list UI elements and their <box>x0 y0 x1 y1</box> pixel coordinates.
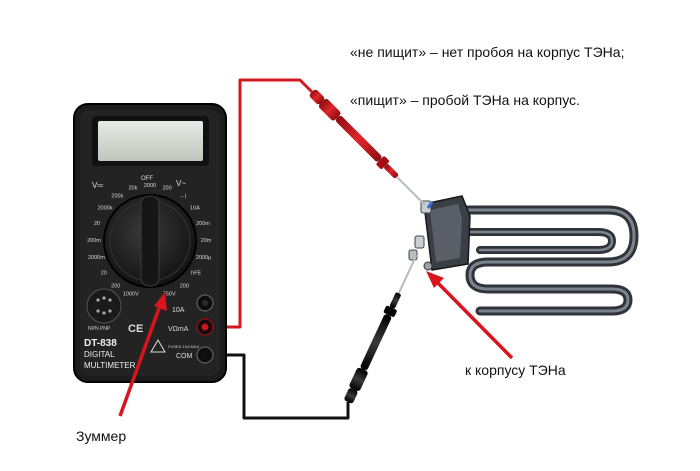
dial-tick-label: 200 <box>111 283 120 289</box>
warning-icon <box>150 339 166 353</box>
terminal-bottom <box>414 235 425 249</box>
note-no-beep: «не пищит» – нет пробоя на корпус ТЭНа; <box>350 44 625 60</box>
dial-tick-label: 2000k <box>98 206 113 212</box>
dial-tick-label: 200 <box>180 283 189 289</box>
hfe-socket: NPN PNP <box>86 288 122 332</box>
jack-10a-label: 10A <box>172 307 185 314</box>
dial-tick-label: 200m <box>87 238 101 244</box>
ce-mark: CE <box>128 323 143 335</box>
dial-tick-label: 20 <box>94 221 100 227</box>
multimeter: V═ OFF V~ 1000V200202000m200m202000k200k… <box>73 103 227 383</box>
arrow-to-heater-body <box>426 271 514 360</box>
dial-tick-label: 200m <box>196 221 210 227</box>
jack-vma-label: VΩmA <box>168 326 189 333</box>
jack-com-label: COM <box>176 353 193 360</box>
dial-tick-label: 200k <box>111 193 123 199</box>
dial-tick-label: 20m <box>201 238 212 244</box>
arrow-to-buzzer <box>118 292 167 417</box>
dial-pointer <box>140 195 160 287</box>
dial-tick-label: 1000V <box>123 292 139 298</box>
dial-tick-label: 2000m <box>88 255 105 261</box>
red-probe[interactable] <box>308 88 430 210</box>
black-wire <box>212 353 350 420</box>
dial-tick-label: 20 <box>101 271 107 277</box>
dial-tick-label: 10A <box>190 206 200 212</box>
volt-ac-label: V~ <box>176 179 186 188</box>
volt-dc-label: V═ <box>92 181 103 190</box>
hfe-label: NPN PNP <box>88 326 111 332</box>
fuse-warning: FUSED 10A MAX <box>168 344 200 349</box>
dial-tick-label: hFE <box>191 271 201 277</box>
dial-tick-label: 750V <box>163 292 176 298</box>
dial-tick-label: 2000 <box>144 183 156 189</box>
red-wire <box>212 78 314 329</box>
model-label: DT-838 <box>84 338 117 349</box>
model-line2: DIGITAL <box>84 350 115 359</box>
label-buzzer: Зуммер <box>76 428 127 444</box>
black-probe[interactable] <box>343 253 422 405</box>
off-label: OFF <box>141 176 153 182</box>
dial-tick-label: 20k <box>128 186 137 192</box>
note-beep: «пищит» – пробой ТЭНа на корпус. <box>350 92 580 108</box>
dial-tick-label: →| <box>179 193 186 199</box>
label-heater-body: к корпусу ТЭНа <box>465 362 566 378</box>
ground-screw <box>423 261 433 271</box>
model-line3: MULTIMETER <box>84 361 136 370</box>
heating-element <box>408 195 639 316</box>
dial-tick-label: 2000μ <box>196 255 211 261</box>
dial-tick-label: 200 <box>163 186 172 192</box>
